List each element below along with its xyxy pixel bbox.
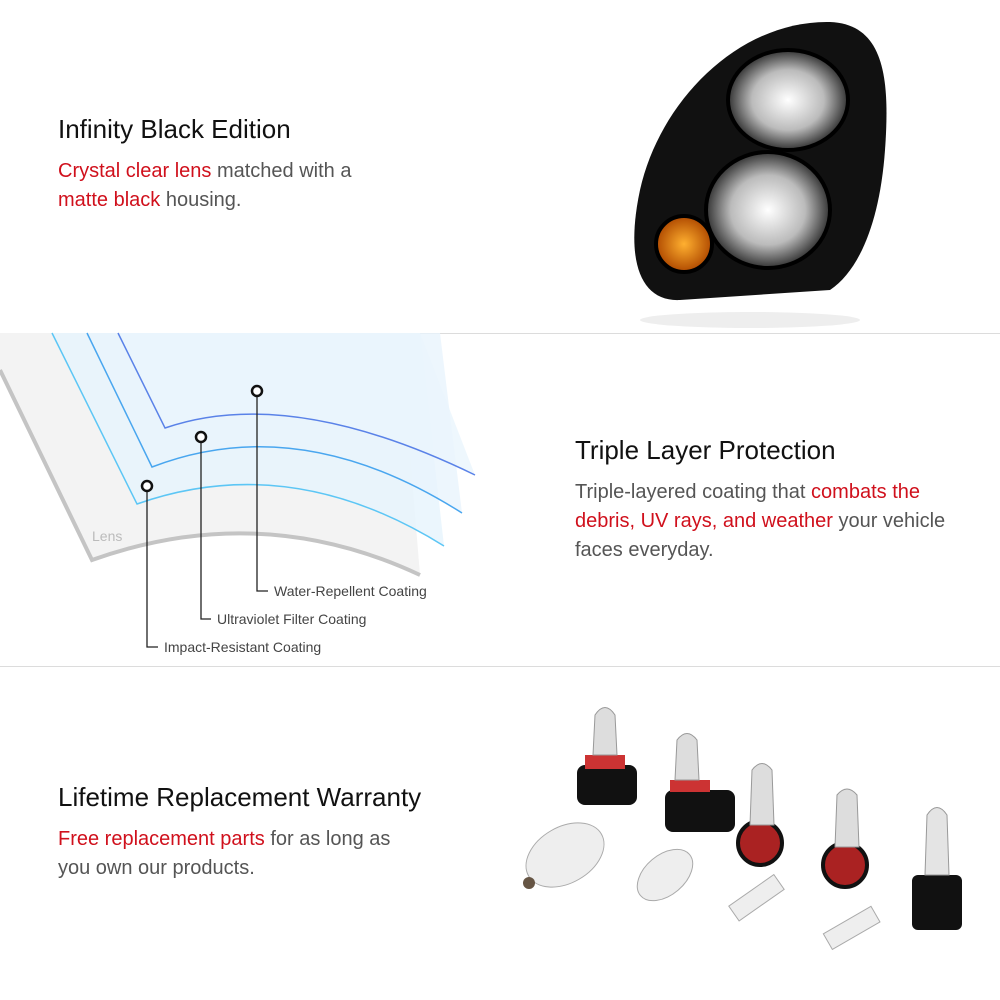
highlight: matte black [58,189,161,211]
coating-diagram: Lens Water-Repellent Coating Ultraviolet… [0,332,476,655]
lens-label: Lens [92,528,122,544]
highlight: Free replacement parts [58,828,265,850]
bulb-icon [636,848,694,902]
headlight-image [634,21,887,328]
text: Triple-layered coating that [575,481,812,503]
section1-title: Infinity Black Edition [58,114,291,144]
layer-label-water: Water-Repellent Coating [274,583,427,599]
highlight: combats the debris, UV rays, and weather [575,481,920,532]
text: your vehicle faces everyday. [575,510,946,561]
bulb-icon [912,807,962,930]
section2-body: Triple-layered coating that combats the … [575,478,955,565]
bulb-icon [665,733,735,832]
layer-label-impact: Impact-Resistant Coating [164,639,321,655]
text: for as long as you own our products. [58,828,391,879]
highlight: Crystal clear lens [58,160,212,182]
bulb-icon [577,707,637,805]
text: housing. [160,189,242,211]
bulb-icon [821,788,869,889]
divider [0,666,1000,667]
bulb-icon [523,822,605,889]
bulb-icon [822,905,881,951]
text: matched with a [211,160,352,182]
layer-label-uv: Ultraviolet Filter Coating [217,611,366,627]
section2-title: Triple Layer Protection [575,435,836,465]
divider [0,333,1000,334]
bulb-icon [736,763,784,867]
bulb-icon [728,873,785,922]
section3-title: Lifetime Replacement Warranty [58,782,422,812]
section1-body: Crystal clear lens matched with a matte … [58,157,388,215]
section3-body: Free replacement parts for as long as yo… [58,825,403,883]
bulbs-image [523,707,962,951]
